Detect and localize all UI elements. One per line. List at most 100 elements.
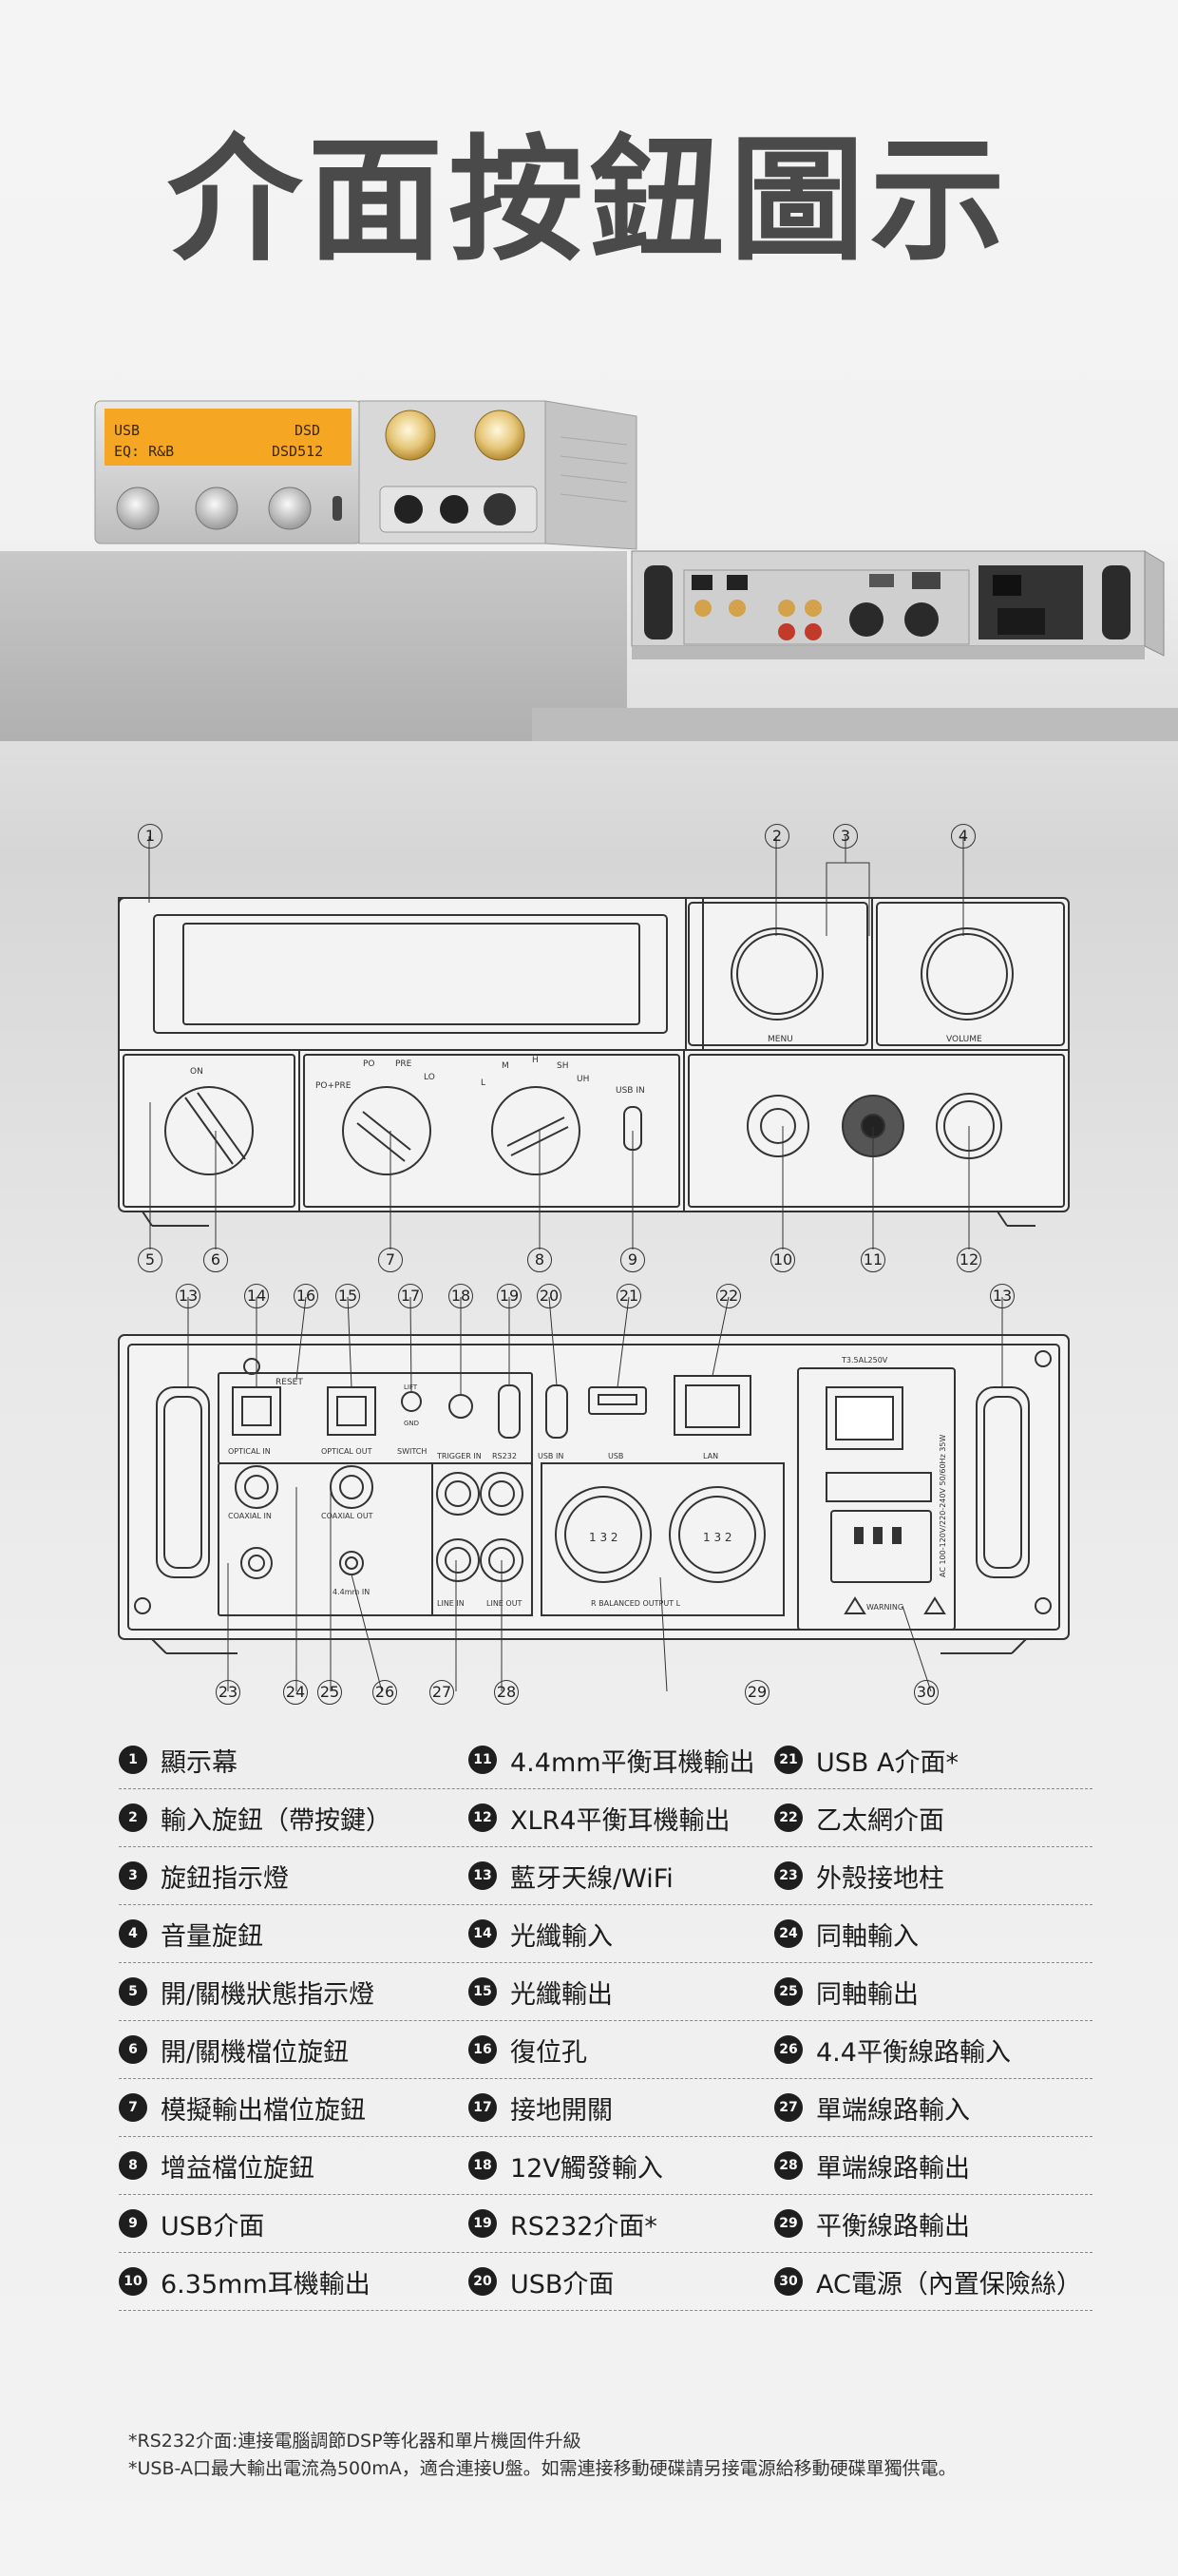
callout-4: 4 bbox=[951, 824, 976, 849]
lift-label: LIFT bbox=[404, 1383, 418, 1391]
callout-10: 10 bbox=[770, 1248, 795, 1272]
legend-text: 4.4mm平衡耳機輸出 bbox=[510, 1747, 755, 1778]
usb-label: USB bbox=[608, 1452, 623, 1460]
legend-number: 10 bbox=[119, 2267, 147, 2296]
legend-item: 4 音量旋鈕 bbox=[119, 1905, 263, 1962]
legend-item: 5 開/關機狀態指示燈 bbox=[119, 1963, 374, 2020]
legend-number: 5 bbox=[119, 1977, 147, 2006]
callout-23: 23 bbox=[216, 1680, 240, 1705]
legend-text: XLR4平衡耳機輸出 bbox=[510, 1805, 731, 1836]
callout-2: 2 bbox=[765, 824, 789, 849]
legend-item: 18 12V觸發輸入 bbox=[468, 2137, 663, 2194]
callout-3: 3 bbox=[833, 824, 858, 849]
legend-text: 12V觸發輸入 bbox=[510, 2153, 663, 2184]
legend-number: 14 bbox=[468, 1919, 497, 1948]
callout-5: 5 bbox=[138, 1248, 162, 1272]
callout-13-right: 13 bbox=[990, 1284, 1015, 1308]
legend-text: 外殼接地柱 bbox=[816, 1863, 944, 1894]
legend-text: 復位孔 bbox=[510, 2037, 587, 2068]
lo-label: LO bbox=[424, 1073, 435, 1082]
legend-number: 20 bbox=[468, 2267, 497, 2296]
legend-number: 18 bbox=[468, 2151, 497, 2180]
sh-label: SH bbox=[557, 1061, 568, 1071]
legend-item: 10 6.35mm耳機輸出 bbox=[119, 2253, 370, 2310]
ac-rating-label: AC 100-120V/220-240V 50/60Hz 35W bbox=[939, 1435, 947, 1577]
legend-text: AC電源（內置保險絲） bbox=[816, 2269, 1082, 2299]
line-in-label: LINE IN bbox=[437, 1599, 465, 1608]
menu-label: MENU bbox=[768, 1035, 793, 1044]
legend-text: 4.4平衡線路輸入 bbox=[816, 2037, 1011, 2068]
callout-24: 24 bbox=[283, 1680, 308, 1705]
pre-label: PRE bbox=[395, 1059, 412, 1069]
front-panel-drawing: MENU VOLUME ON PO+PRE PO PRE LO L M H SH… bbox=[118, 836, 1070, 1250]
lan-label: LAN bbox=[703, 1452, 718, 1460]
legend-text: 平衡線路輸出 bbox=[816, 2211, 970, 2242]
four-four-in-label: 4.4mm IN bbox=[332, 1588, 370, 1596]
usb-in-label: USB IN bbox=[616, 1086, 645, 1096]
coaxial-out-label: COAXIAL OUT bbox=[321, 1512, 373, 1520]
rear-panel-drawing: RESET OPTICAL IN OPTICAL OUT LIFT GND SW… bbox=[118, 1296, 1070, 1692]
switch-label: SWITCH bbox=[397, 1447, 427, 1456]
legend-number: 26 bbox=[774, 2035, 803, 2064]
xlr-pins-left: 1 3 2 bbox=[589, 1531, 618, 1544]
legend-number: 24 bbox=[774, 1919, 803, 1948]
callout-12: 12 bbox=[957, 1248, 981, 1272]
legend-text: 6.35mm耳機輸出 bbox=[161, 2269, 370, 2299]
fuse-label: T3.5AL250V bbox=[841, 1356, 888, 1364]
legend-number: 13 bbox=[468, 1861, 497, 1890]
legend-text: 音量旋鈕 bbox=[161, 1921, 263, 1952]
legend-number: 17 bbox=[468, 2093, 497, 2122]
callout-21: 21 bbox=[617, 1284, 641, 1308]
legend-number: 7 bbox=[119, 2093, 147, 2122]
display-line1-right: DSD bbox=[294, 422, 320, 439]
legend-number: 4 bbox=[119, 1919, 147, 1948]
legend-number: 30 bbox=[774, 2267, 803, 2296]
callout-27: 27 bbox=[429, 1680, 454, 1705]
legend-number: 29 bbox=[774, 2209, 803, 2238]
callout-11: 11 bbox=[861, 1248, 885, 1272]
legend-item: 26 4.4平衡線路輸入 bbox=[774, 2021, 1011, 2078]
warning-label: WARNING bbox=[866, 1603, 903, 1612]
callout-17: 17 bbox=[398, 1284, 423, 1308]
callout-15: 15 bbox=[335, 1284, 360, 1308]
legend-number: 2 bbox=[119, 1803, 147, 1832]
po-label: PO bbox=[363, 1059, 375, 1069]
legend-text: 單端線路輸入 bbox=[816, 2095, 970, 2126]
footnotes: *RS232介面:連接電腦調節DSP等化器和單片機固件升級 *USB-A口最大輸… bbox=[128, 2428, 957, 2483]
callout-22: 22 bbox=[716, 1284, 741, 1308]
optical-in-label: OPTICAL IN bbox=[228, 1447, 271, 1456]
footnote-rs232: *RS232介面:連接電腦調節DSP等化器和單片機固件升級 bbox=[128, 2431, 581, 2452]
legend-number: 22 bbox=[774, 1803, 803, 1832]
legend-text: USB介面 bbox=[161, 2211, 265, 2242]
callout-9: 9 bbox=[620, 1248, 645, 1272]
callout-19: 19 bbox=[497, 1284, 522, 1308]
legend-text: 單端線路輸出 bbox=[816, 2153, 970, 2184]
callout-1: 1 bbox=[138, 824, 162, 849]
usb-in-rear-label: USB IN bbox=[538, 1452, 563, 1460]
legend-number: 25 bbox=[774, 1977, 803, 2006]
legend-number: 15 bbox=[468, 1977, 497, 2006]
display-line2-right: DSD512 bbox=[272, 443, 323, 460]
callout-29: 29 bbox=[745, 1680, 770, 1705]
callout-7: 7 bbox=[378, 1248, 403, 1272]
balanced-output-label: R BALANCED OUTPUT L bbox=[591, 1599, 681, 1608]
rs232-label: RS232 bbox=[492, 1452, 517, 1460]
legend-number: 19 bbox=[468, 2209, 497, 2238]
xlr-pins-right: 1 3 2 bbox=[703, 1531, 732, 1544]
legend-text: 開/關機狀態指示燈 bbox=[161, 1979, 375, 2010]
legend-number: 1 bbox=[119, 1746, 147, 1774]
m-label: M bbox=[502, 1061, 509, 1071]
